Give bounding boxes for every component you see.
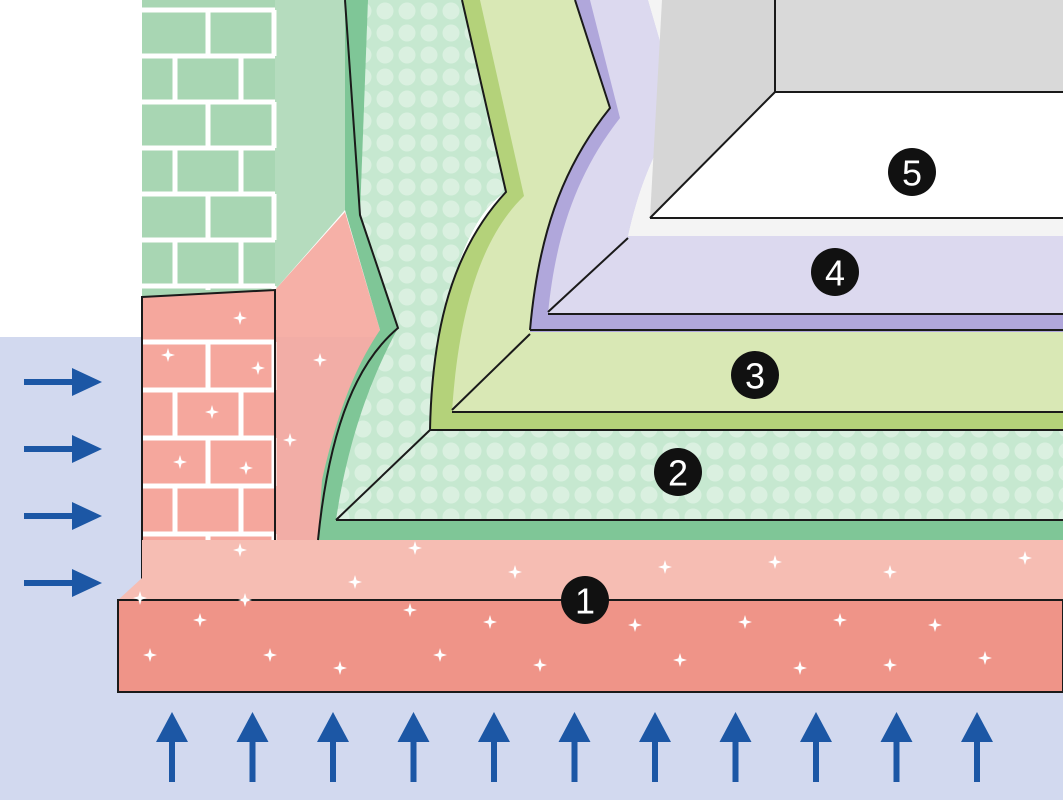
svg-text:1: 1 [575, 581, 595, 622]
svg-text:4: 4 [825, 253, 845, 294]
layer-badge-3: 3 [731, 351, 779, 399]
side-pressure-arrows [24, 368, 102, 597]
interior-finish-layer [628, 0, 1063, 236]
svg-text:2: 2 [668, 453, 688, 494]
upper-brick-wall [142, 0, 345, 297]
layer-badge-5: 5 [888, 148, 936, 196]
svg-text:3: 3 [745, 356, 765, 397]
layer-badge-1: 1 [561, 576, 609, 624]
green-membrane-layer [429, 0, 1063, 431]
bottom-pressure-arrows [156, 712, 993, 782]
layer-badge-2: 2 [654, 448, 702, 496]
layer-badge-4: 4 [811, 248, 859, 296]
lower-brick-wall [141, 212, 380, 583]
svg-text:5: 5 [902, 153, 922, 194]
foundation-slab-layer [117, 311, 1063, 693]
textured-coating-layer [317, 0, 1063, 541]
